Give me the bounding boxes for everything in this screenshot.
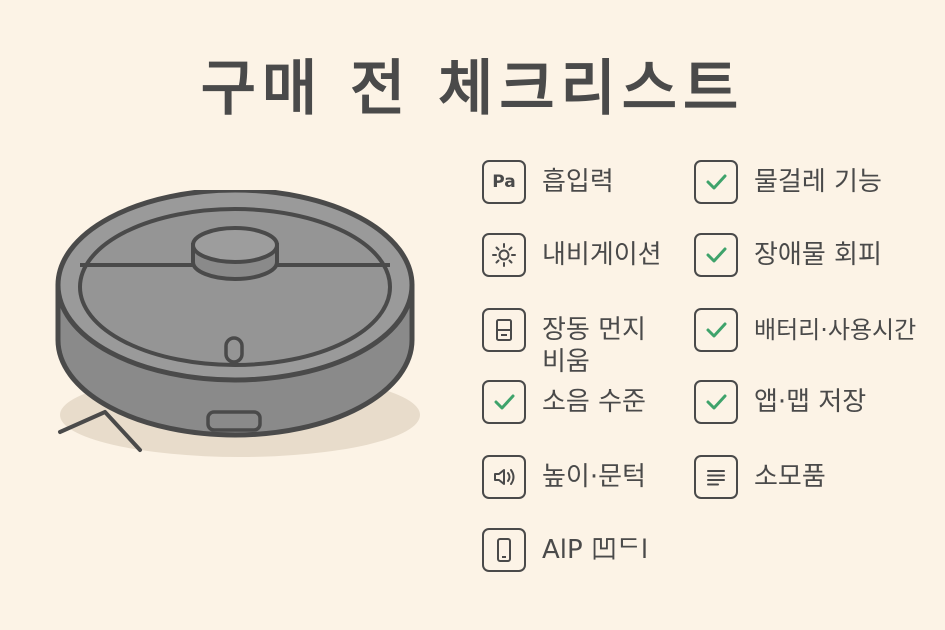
sun-icon — [482, 233, 526, 277]
speaker-icon — [482, 455, 526, 499]
checklist-item-label: AlP 凹ᄃl — [542, 535, 649, 565]
bin-icon — [482, 308, 526, 352]
check-icon — [694, 160, 738, 204]
checklist-item-label: 앱·맵 저장 — [754, 387, 867, 417]
checklist-item-label: 흡입력 — [542, 167, 614, 197]
checklist-item-label: 높이·문턱 — [542, 462, 646, 492]
checklist-item-label: 소모품 — [754, 462, 826, 492]
check-icon — [694, 380, 738, 424]
page-title: 구매 전 체크리스트 — [200, 54, 745, 124]
check-icon — [482, 380, 526, 424]
checklist-item-label: 내비게이션 — [542, 240, 662, 270]
phone-icon — [482, 528, 526, 572]
list-icon — [694, 455, 738, 499]
check-icon — [694, 233, 738, 277]
pa-icon: Pa — [482, 160, 526, 204]
robot-vacuum-illustration — [55, 190, 420, 457]
checklist-item-label: 장동 먼지 비움 — [542, 315, 646, 377]
checklist-item-label: 물걸레 기능 — [754, 167, 882, 197]
checklist-item-label: 소음 수준 — [542, 387, 646, 417]
checklist-item-label: 배터리·사용시간 — [754, 316, 917, 344]
check-icon — [694, 308, 738, 352]
checklist-item-label: 장애물 회피 — [754, 240, 882, 270]
